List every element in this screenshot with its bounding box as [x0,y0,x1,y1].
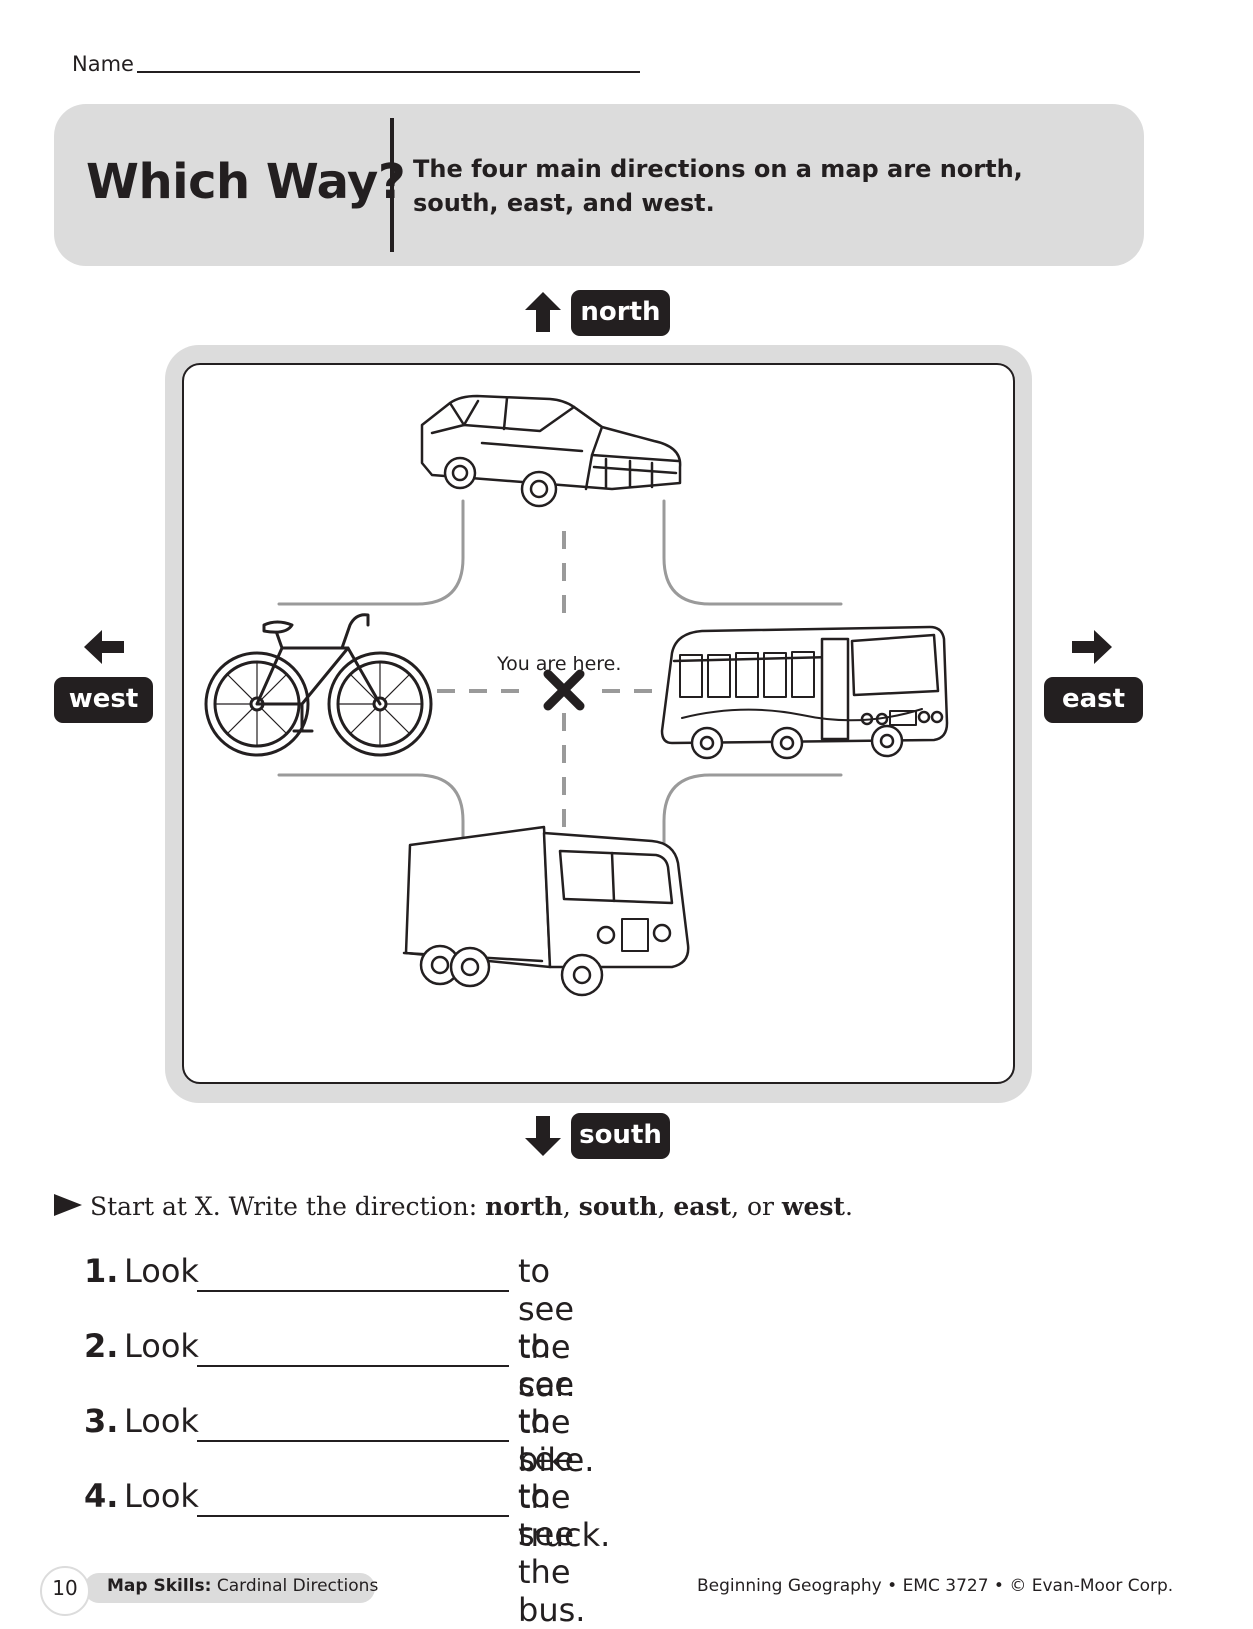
arrow-up-icon [525,292,561,332]
question-text: to see the truck. [518,1402,611,1554]
page-number-circle [40,1566,90,1616]
intersection-map [204,394,949,997]
footer-section-title: Map Skills: Cardinal Directions [107,1576,379,1596]
triangle-bullet-icon [54,1194,82,1216]
page-title: Which Way? [86,154,406,210]
answer-line[interactable] [197,1515,509,1517]
question-look: Look [124,1477,199,1515]
name-write-line[interactable] [137,71,640,73]
x-marker-icon [543,669,585,711]
question-text: to see the bike. [518,1327,595,1479]
question-text: to see the car. [518,1252,576,1404]
truck-icon [402,825,690,997]
car-icon [420,394,682,508]
bus-icon [660,625,949,760]
question-text: to see the bus. [518,1477,586,1629]
answer-line[interactable] [197,1365,509,1367]
question-number: 1. [84,1252,119,1290]
intro-text: The four main directions on a map are no… [413,155,1023,217]
answer-line[interactable] [197,1290,509,1292]
arrow-left-icon [84,630,124,664]
arrow-down-icon [525,1116,561,1156]
road-curbs [277,499,843,870]
title-banner [54,104,1144,266]
question-look: Look [124,1402,199,1440]
answer-line[interactable] [197,1440,509,1442]
instruction-text: Start at X. Write the direction: north, … [90,1192,853,1221]
question-look: Look [124,1327,199,1365]
east-label: east [1044,677,1143,723]
question-number: 4. [84,1477,119,1515]
you-are-here-label: You are here. [497,653,622,675]
page-number: 10 [52,1576,78,1600]
arrow-right-icon [1072,630,1112,664]
north-label: north [571,290,670,336]
footer-section-pill [84,1573,375,1603]
question-number: 2. [84,1327,119,1365]
question-look: Look [124,1252,199,1290]
question-number: 3. [84,1402,119,1440]
name-label: Name [72,52,134,76]
banner-divider [390,118,394,252]
bicycle-icon [204,613,433,757]
west-label: west [54,677,153,723]
footer-credit: Beginning Geography • EMC 3727 • © Evan-… [697,1576,1174,1596]
south-label: south [571,1113,670,1159]
